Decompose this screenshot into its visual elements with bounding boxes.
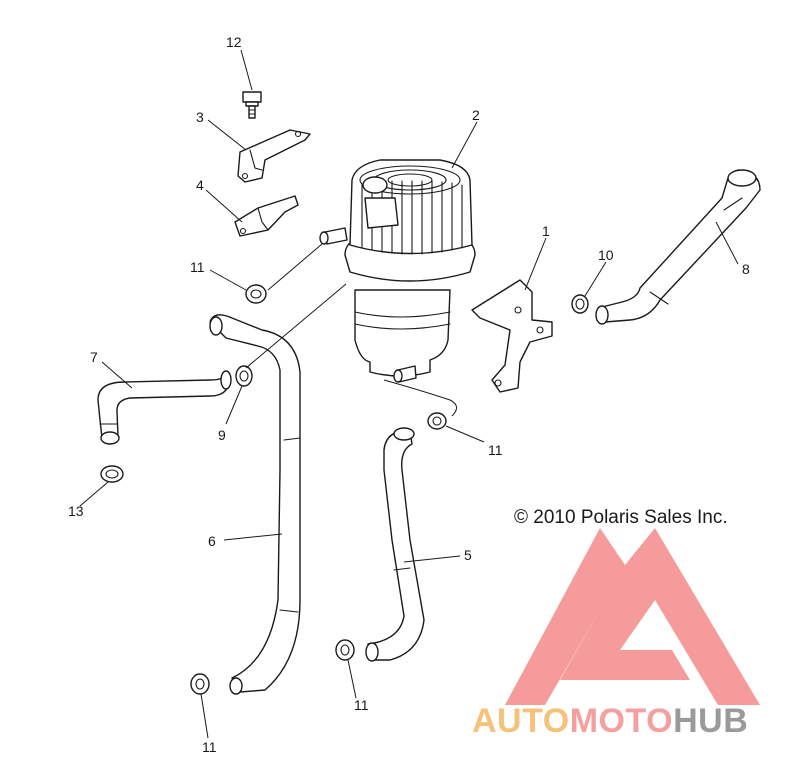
callout-11-mid: 11 xyxy=(354,697,369,713)
watermark-segment-hub: HUB xyxy=(673,702,748,740)
watermark-logo xyxy=(505,528,760,705)
callout-10: 10 xyxy=(598,247,614,263)
watermark-segment-auto: AUTO xyxy=(472,702,570,740)
part-12-bolt xyxy=(242,91,262,119)
callout-8: 8 xyxy=(742,261,750,277)
callout-5: 5 xyxy=(464,547,472,563)
part-3-bracket xyxy=(237,129,311,183)
part-10-clamp xyxy=(571,294,589,314)
part-11-clamp-d xyxy=(190,673,210,695)
callout-4: 4 xyxy=(196,177,204,193)
part-4-plate xyxy=(234,195,299,237)
callout-1: 1 xyxy=(542,223,550,239)
callout-3: 3 xyxy=(196,109,204,125)
part-6-hose xyxy=(209,314,301,695)
watermark-text: AUTOMOTOHUB xyxy=(472,702,748,740)
leader-lines xyxy=(79,49,739,739)
callout-11-right: 11 xyxy=(488,442,503,458)
watermark-triangle-icon xyxy=(505,528,760,705)
part-1-mount-bracket xyxy=(471,279,553,393)
callout-2: 2 xyxy=(472,107,480,123)
part-7-hose xyxy=(97,370,232,445)
part-8-hose xyxy=(595,169,761,325)
callout-13: 13 xyxy=(68,503,84,519)
callout-9: 9 xyxy=(218,427,226,443)
callout-12: 12 xyxy=(226,34,242,50)
routing-line xyxy=(383,379,457,417)
callout-7: 7 xyxy=(90,349,98,365)
part-9-clamp xyxy=(235,365,253,387)
callout-labels: 12 3 2 4 11 1 10 8 7 9 11 13 6 5 11 11 xyxy=(68,34,750,755)
part-13-clamp xyxy=(100,465,124,483)
callout-6: 6 xyxy=(208,533,216,549)
callout-11-bottom: 11 xyxy=(202,739,217,755)
part-5-hose xyxy=(365,427,425,662)
part-11-clamp-a xyxy=(245,284,267,304)
part-2-canister xyxy=(319,159,476,383)
part-11-clamp-c xyxy=(335,639,355,661)
part-11-clamp-b xyxy=(427,412,447,430)
callout-11-top: 11 xyxy=(190,259,205,275)
watermark-segment-moto: MOTO xyxy=(570,702,673,740)
copyright-notice: © 2010 Polaris Sales Inc. xyxy=(514,507,728,528)
